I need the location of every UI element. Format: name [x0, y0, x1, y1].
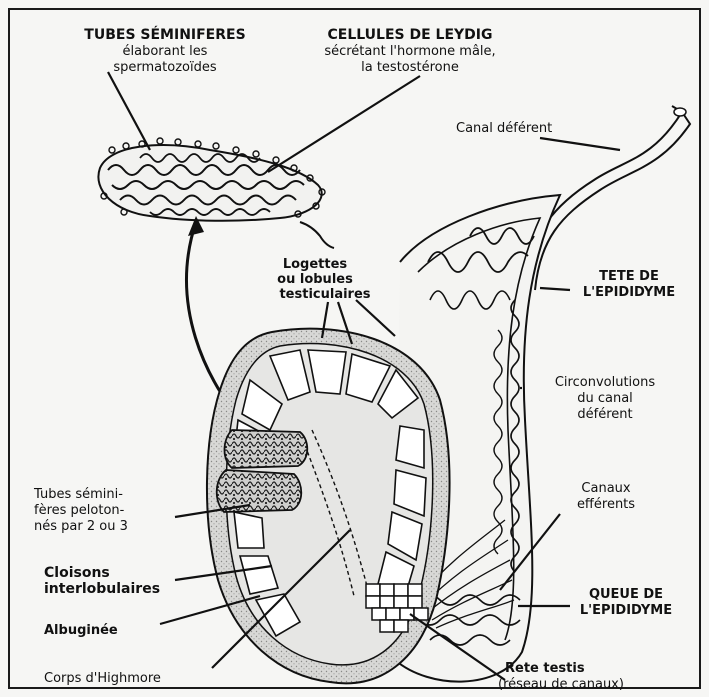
label-tubes-pelotonnes-2: fères peloton-: [34, 504, 124, 519]
label-canaux-1: Canaux: [556, 482, 656, 497]
label-logettes-2: ou lobules: [260, 273, 370, 288]
label-cloisons-1: Cloisons: [44, 566, 110, 582]
label-tubes-sub1: élaborant les: [70, 45, 260, 60]
label-leydig-title: CELLULES DE LEYDIG: [300, 28, 520, 44]
label-albuginee: Albuginée: [44, 624, 118, 639]
label-leydig-sub1: sécrétant l'hormone mâle,: [290, 45, 530, 60]
label-tubes-title: TUBES SÉMINIFERES: [70, 28, 260, 44]
label-corps-highmore: Corps d'Highmore: [44, 672, 161, 687]
label-tubes-pelotonnes-3: nés par 2 ou 3: [34, 520, 128, 535]
label-canaux-2: efférents: [556, 498, 656, 513]
label-cloisons-2: interlobulaires: [44, 582, 160, 598]
label-canal-deferent: Canal déférent: [456, 122, 552, 137]
label-rete-1: Rete testis: [505, 662, 585, 677]
label-logettes-3: testiculaires: [270, 288, 380, 303]
label-logettes-1: Logettes: [260, 258, 370, 273]
label-queue-2: L'EPIDIDYME: [566, 604, 686, 619]
label-tete-2: L'EPIDIDYME: [574, 286, 684, 301]
label-leydig-sub2: la testostérone: [290, 61, 530, 76]
label-tubes-sub2: spermatozoïdes: [70, 61, 260, 76]
label-tete-1: TETE DE: [574, 270, 684, 285]
seminiferous-tubule-cluster: [98, 138, 334, 248]
label-circonvolutions-2: du canal: [530, 392, 680, 407]
label-circonvolutions-1: Circonvolutions: [530, 376, 680, 391]
label-tubes-pelotonnes-1: Tubes sémini-: [34, 488, 123, 503]
label-circonvolutions-3: déférent: [530, 408, 680, 423]
label-rete-2: (réseau de canaux): [498, 678, 624, 693]
label-queue-1: QUEUE DE: [566, 588, 686, 603]
